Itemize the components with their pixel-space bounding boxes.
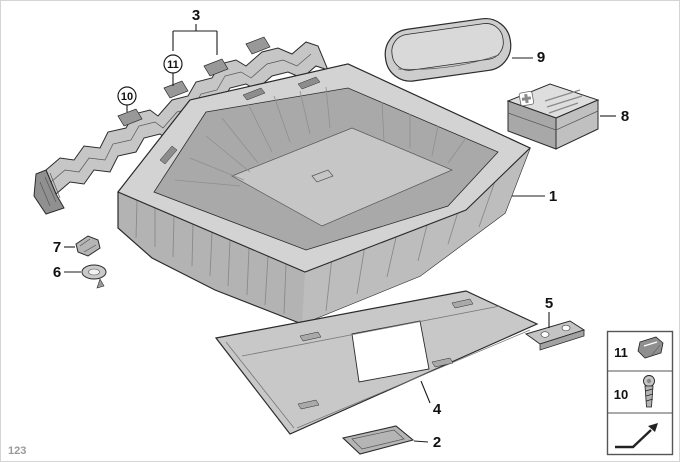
callout-2[interactable]: 2 <box>413 434 441 451</box>
panel-velcro-pads <box>297 298 474 410</box>
callout-4[interactable]: 4 <box>420 380 442 418</box>
arrow-head <box>648 423 658 432</box>
part-7-clip[interactable] <box>75 235 101 257</box>
clip-icon-slot <box>643 341 658 347</box>
callout-7[interactable]: 7 <box>53 239 75 256</box>
callout-3-leader <box>172 24 218 55</box>
mat-inner-line <box>351 429 405 450</box>
bracket-hole-2 <box>561 324 571 332</box>
trim-strip-clip-a <box>117 108 143 127</box>
mat-body[interactable] <box>341 425 415 455</box>
screw-icon <box>643 375 655 408</box>
kit-label-lines <box>544 89 583 114</box>
legend-row-11[interactable]: 11 <box>614 336 664 360</box>
part-5-bracket[interactable] <box>524 320 586 351</box>
panel-seam-left <box>225 341 295 429</box>
callout-10-label[interactable]: 10 <box>121 91 133 103</box>
panel-cutout <box>351 320 430 383</box>
grommet-pin <box>96 278 105 289</box>
callout-3-label[interactable]: 3 <box>192 7 200 24</box>
callout-8[interactable]: 8 <box>600 108 629 125</box>
callout-6-label[interactable]: 6 <box>53 264 61 281</box>
screw-drive <box>646 378 652 384</box>
trim-strip-end-cap <box>33 169 65 215</box>
callout-5[interactable]: 5 <box>545 295 553 328</box>
callout-11[interactable]: 11 <box>163 54 183 86</box>
callout-1-label[interactable]: 1 <box>549 188 557 205</box>
part-2-mat[interactable] <box>341 425 415 455</box>
callout-3[interactable]: 3 <box>172 7 218 55</box>
kit-lid-seam <box>507 110 599 131</box>
pan-rim-slot-3 <box>159 145 178 165</box>
callout-5-label[interactable]: 5 <box>545 295 553 312</box>
trim-strip-clip-b <box>163 80 189 99</box>
cross-bar-horizontal <box>521 96 532 101</box>
panel-seam-front <box>296 329 531 429</box>
screw-shaft <box>644 385 654 408</box>
first-aid-cross-icon <box>518 90 535 107</box>
part-4-floor-panel[interactable] <box>214 290 539 435</box>
part-6-grommet[interactable] <box>81 264 107 289</box>
clip-icon-detail <box>651 344 661 356</box>
callout-2-leader <box>413 440 429 443</box>
pad-crease <box>398 54 500 70</box>
part-1-luggage-floor-pan[interactable] <box>117 63 531 325</box>
watermark-text: 123 <box>8 445 26 457</box>
callout-1[interactable]: 1 <box>512 188 557 205</box>
legend-11-number[interactable]: 11 <box>614 345 628 360</box>
part-8-first-aid-kit[interactable] <box>506 83 600 150</box>
callout-11-label[interactable]: 11 <box>167 59 179 71</box>
clip-detail <box>79 238 97 253</box>
trim-strip-clip-c <box>203 58 229 77</box>
callout-6[interactable]: 6 <box>53 264 81 281</box>
pan-rim-slot-1 <box>242 87 266 101</box>
grommet-inner <box>88 268 100 276</box>
pan-floor <box>231 127 453 227</box>
bracket-hole-1 <box>540 331 550 338</box>
callout-8-label[interactable]: 8 <box>621 108 629 125</box>
pad-top-surface <box>391 23 504 71</box>
trim-strip-end-cap-hatch <box>39 172 61 207</box>
legend-dividers <box>607 370 673 414</box>
panel-seam-top <box>241 305 501 357</box>
legend-box: 11 10 <box>606 330 674 456</box>
screw-threads <box>645 388 654 402</box>
callout-9[interactable]: 9 <box>512 49 545 66</box>
legend-footer[interactable] <box>615 423 658 449</box>
pan-interior-ribs-right <box>381 101 467 164</box>
legend-row-10[interactable]: 10 <box>614 375 655 408</box>
pan-floor-detail <box>311 169 334 183</box>
callout-9-label[interactable]: 9 <box>537 49 545 66</box>
part-9-storage-pad[interactable] <box>382 15 514 84</box>
trim-strip-crease <box>50 53 312 183</box>
callout-4-label[interactable]: 4 <box>433 401 442 418</box>
clip-body[interactable] <box>75 235 101 257</box>
pan-right-wall-ribs <box>325 163 502 312</box>
legend-10-number[interactable]: 10 <box>614 387 628 402</box>
pan-rim-slot-2 <box>297 76 321 90</box>
cross-reference-arrow-icon[interactable] <box>615 423 658 449</box>
arrow-shaft <box>615 429 652 449</box>
callout-2-label[interactable]: 2 <box>433 434 441 451</box>
trim-strip-clip-d <box>245 36 271 55</box>
bracket-edge <box>539 329 585 351</box>
callout-10[interactable]: 10 <box>117 86 137 112</box>
callout-4-leader <box>420 380 431 404</box>
clip-icon <box>637 336 664 359</box>
kit-side-face <box>555 99 599 150</box>
callout-7-label[interactable]: 7 <box>53 239 61 256</box>
pan-left-wall-ribs <box>135 199 287 315</box>
pan-interior-ribs-left <box>174 86 331 187</box>
